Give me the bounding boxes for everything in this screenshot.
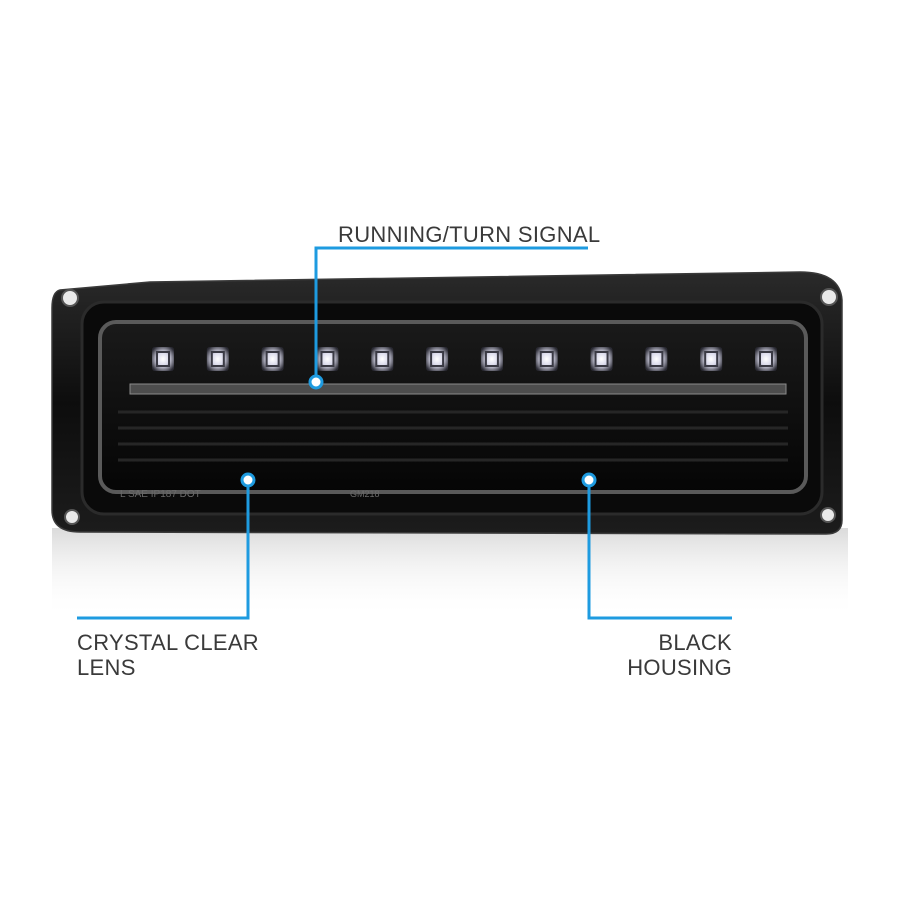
running-turn-signal-label: RUNNING/TURN SIGNAL <box>338 222 600 247</box>
led-icon <box>261 347 284 371</box>
led-icon <box>316 347 339 371</box>
mounting-hole-icon <box>61 288 838 525</box>
crystal-clear-lens-label: CRYSTAL CLEAR LENS <box>77 630 259 680</box>
led-icon <box>426 347 449 371</box>
led-row <box>152 347 777 371</box>
light-bar <box>129 383 787 395</box>
led-icon <box>152 347 174 371</box>
floor-reflection <box>52 528 848 618</box>
black-housing-line2: HOUSING <box>627 655 732 680</box>
led-icon <box>480 347 503 371</box>
led-icon <box>535 347 558 371</box>
lens-marking-left: L SAE IP187 DOT <box>120 489 201 500</box>
led-icon <box>590 347 613 371</box>
running-turn-signal-text: RUNNING/TURN SIGNAL <box>338 222 601 247</box>
reflector-ribs <box>118 410 788 462</box>
black-housing-line1: BLACK <box>658 630 732 655</box>
lens-bezel <box>98 320 808 494</box>
led-icon <box>755 347 777 371</box>
led-icon <box>206 347 229 371</box>
callout-running-turn-signal <box>308 246 588 390</box>
black-housing-label: BLACK HOUSING <box>627 630 732 680</box>
callout-crystal-clear-lens <box>77 472 256 620</box>
callout-black-housing <box>581 472 732 620</box>
led-icon <box>700 347 723 371</box>
led-icon <box>371 347 394 371</box>
crystal-clear-lens-line2: LENS <box>77 655 136 680</box>
lens-marking-code: GM218 <box>350 489 380 499</box>
crystal-clear-lens-line1: CRYSTAL CLEAR <box>77 630 259 655</box>
led-icon <box>645 347 668 371</box>
